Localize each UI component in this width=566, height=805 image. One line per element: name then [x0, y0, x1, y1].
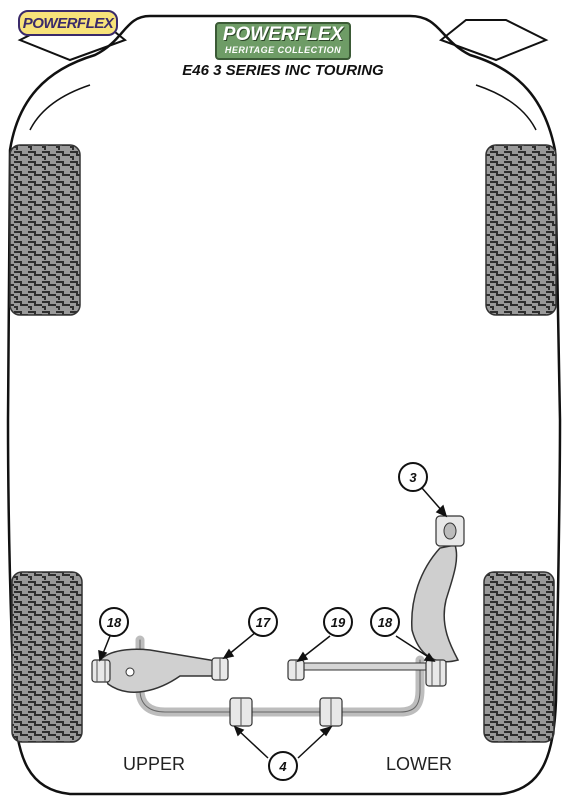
label-lower: LOWER	[386, 754, 453, 774]
callout-4[interactable]: 4	[268, 751, 298, 781]
callout-3[interactable]: 3	[398, 462, 428, 492]
badge-subtitle: HERITAGE COLLECTION	[224, 45, 342, 55]
tyre-front-left	[9, 144, 81, 316]
bush-3	[435, 515, 465, 547]
powerflex-logo: POWERFLEX	[18, 10, 118, 36]
control-arm	[411, 544, 460, 663]
bush-4-left	[229, 697, 253, 727]
label-upper: UPPER	[123, 754, 186, 774]
callout-19[interactable]: 19	[323, 607, 353, 637]
page-title: E46 3 SERIES INC TOURING	[182, 62, 384, 79]
tyre-rear-left	[11, 571, 83, 743]
bush-17	[211, 657, 229, 681]
leader-arrows	[98, 487, 448, 759]
tyre-front-right	[485, 144, 557, 316]
body-inner-line-right	[475, 84, 537, 131]
tyre-rear-right	[483, 571, 555, 743]
bush-4-right	[319, 697, 343, 727]
logo-text: POWERFLEX	[22, 14, 114, 32]
callout-18-right[interactable]: 18	[370, 607, 400, 637]
bush-18-left	[91, 659, 111, 683]
callout-17[interactable]: 17	[248, 607, 278, 637]
callout-18-left[interactable]: 18	[99, 607, 129, 637]
heritage-badge: POWERFLEX HERITAGE COLLECTION	[215, 22, 351, 60]
car-body-outline	[6, 14, 562, 796]
badge-brand: POWERFLEX	[222, 24, 344, 45]
upper-arm	[99, 648, 223, 693]
bush-18-right	[425, 659, 447, 687]
toe-arm-rod	[299, 662, 429, 671]
body-inner-line	[29, 84, 91, 131]
mirror-right	[438, 19, 549, 62]
bush-19	[287, 659, 305, 681]
